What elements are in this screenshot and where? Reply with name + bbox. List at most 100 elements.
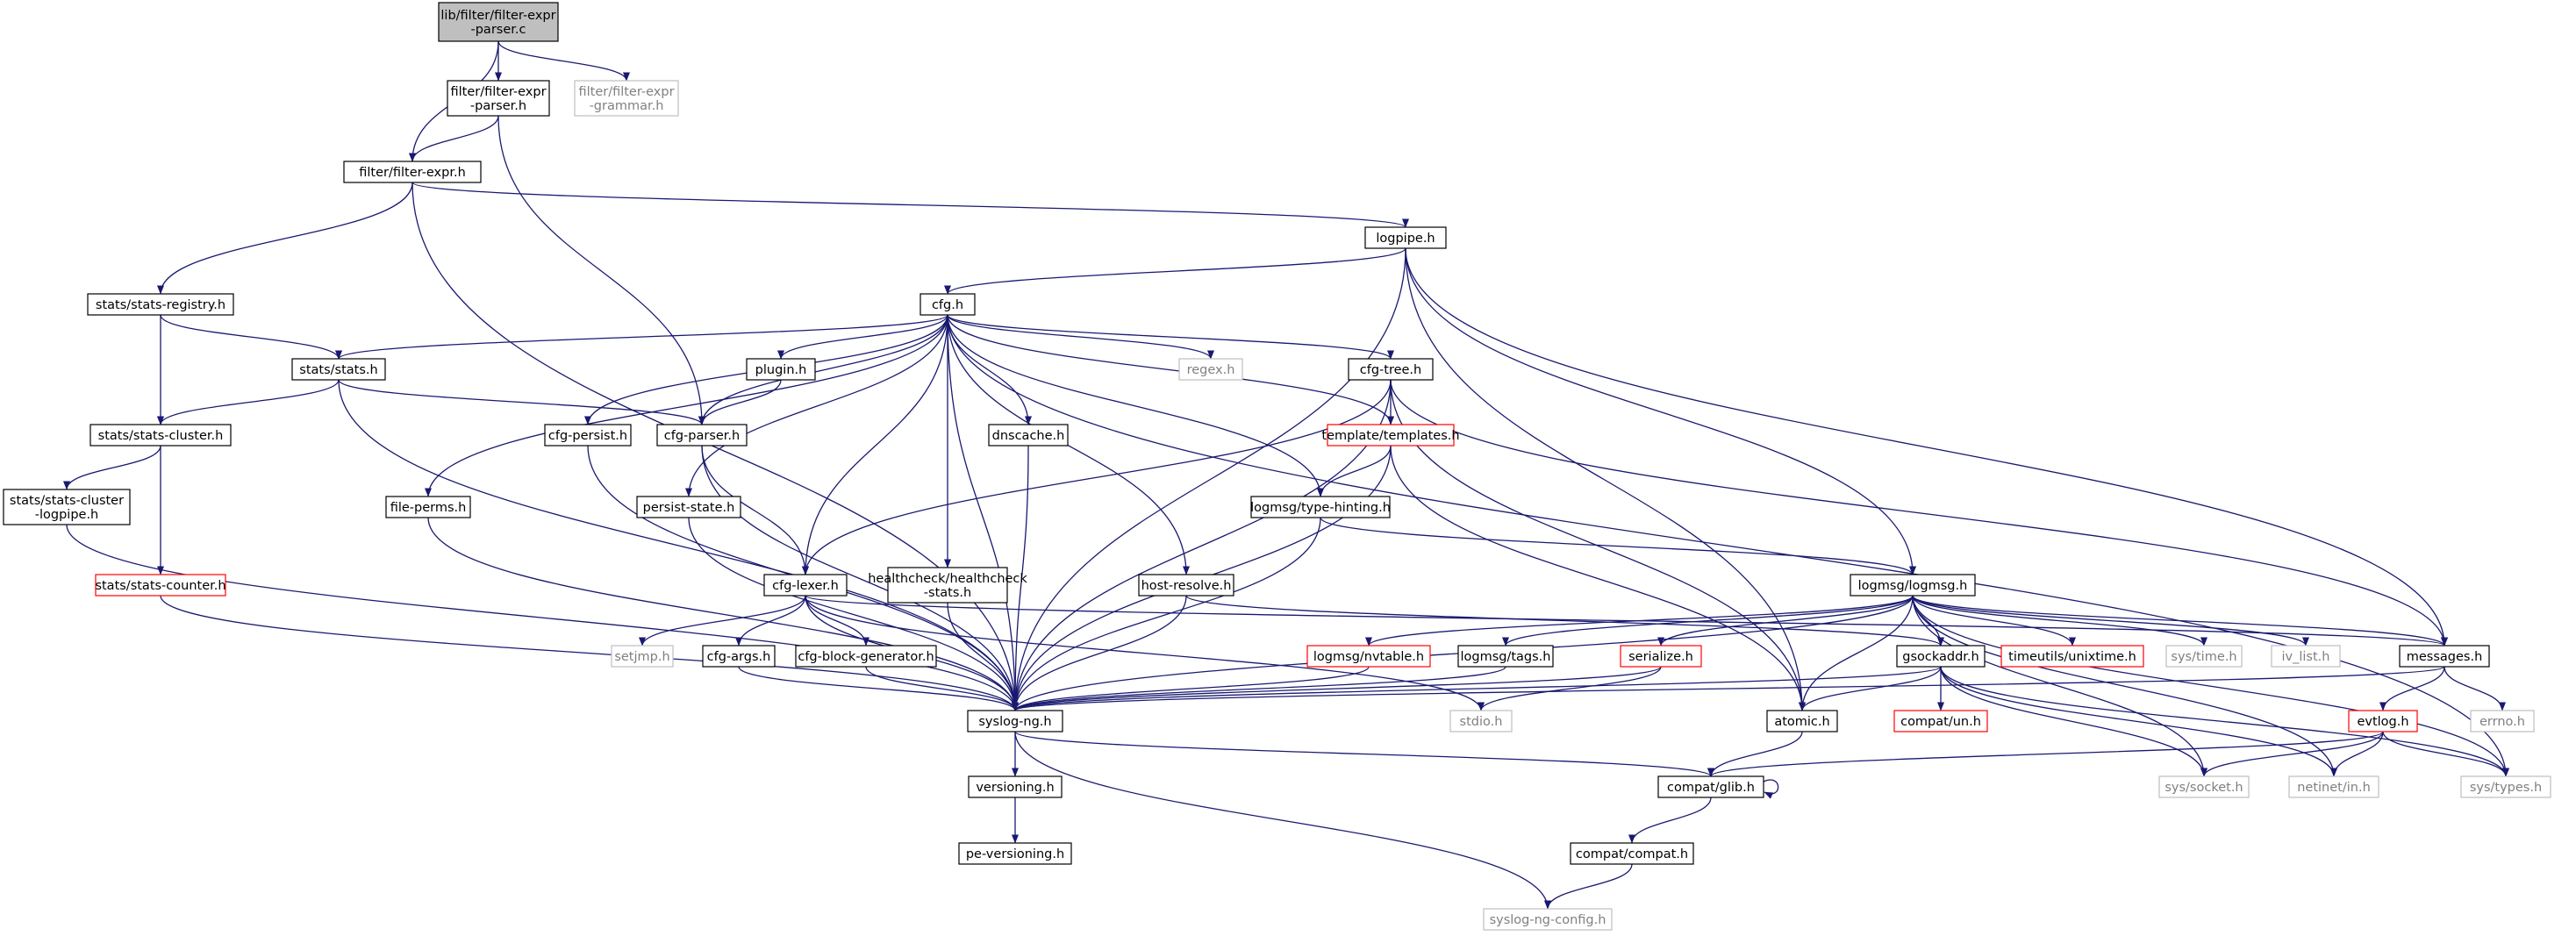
node-cfg-lexer-h[interactable]: cfg-lexer.h bbox=[763, 574, 848, 597]
edge-filter-expr-h-to-logpipe-h bbox=[411, 182, 1409, 228]
node-stats-cluster-h[interactable]: stats/stats-cluster.h bbox=[89, 424, 232, 447]
node-evtlog-h[interactable]: evtlog.h bbox=[2348, 710, 2418, 732]
edge-templates-h-to-atomic-h bbox=[1390, 445, 1806, 711]
node-box bbox=[702, 645, 776, 668]
edge-compat-compat-h-to-syslog-ng-config-h bbox=[1544, 863, 1633, 910]
node-syslog-ng-h[interactable]: syslog-ng.h bbox=[967, 710, 1063, 732]
edge-stats-stats-h-to-syslog-ng-h bbox=[338, 379, 1019, 711]
node-compat-compat-h[interactable]: compat/compat.h bbox=[1570, 842, 1694, 865]
node-cfg-args-h[interactable]: cfg-args.h bbox=[702, 645, 776, 668]
edge-cfg-args-h-to-syslog-ng-h bbox=[738, 666, 1019, 711]
edge-gsockaddr-h-to-syslog-ng-h bbox=[1012, 666, 1942, 711]
node-label: stats/stats-counter.h bbox=[95, 579, 225, 593]
node-serialize-h[interactable]: serialize.h bbox=[1620, 645, 1702, 668]
edge-cfg-lexer-h-to-cfg-block-generator-h bbox=[805, 595, 869, 647]
node-label: errno.h bbox=[2479, 715, 2525, 729]
node-errno-h: errno.h bbox=[2470, 710, 2535, 732]
node-iv-list-h: iv_list.h bbox=[2271, 645, 2341, 668]
node-root[interactable]: lib/filter/filter-expr-parser.c bbox=[438, 2, 559, 42]
node-compat-glib-h[interactable]: compat/glib.h bbox=[1657, 775, 1764, 798]
edge-cfg-h-to-templates-h bbox=[947, 314, 1394, 425]
node-label: filter/filter-expr bbox=[450, 85, 546, 99]
edge-stats-cluster-logpipe-h-to-syslog-ng-h bbox=[66, 524, 1019, 711]
node-compat-un-h[interactable]: compat/un.h bbox=[1893, 710, 1988, 732]
node-label: compat/glib.h bbox=[1667, 781, 1755, 795]
node-box bbox=[2271, 645, 2341, 668]
node-box bbox=[544, 424, 632, 447]
node-box bbox=[291, 358, 386, 381]
node-plugin-h[interactable]: plugin.h bbox=[746, 358, 816, 381]
node-label: -grammar.h bbox=[590, 99, 664, 113]
node-label: file-perms.h bbox=[390, 501, 467, 515]
node-host-resolve-h[interactable]: host-resolve.h bbox=[1138, 574, 1234, 597]
node-persist-state-h[interactable]: persist-state.h bbox=[636, 496, 741, 518]
node-logpipe-h[interactable]: logpipe.h bbox=[1364, 226, 1447, 249]
node-stats-stats-h[interactable]: stats/stats.h bbox=[291, 358, 386, 381]
node-label: timeutils/unixtime.h bbox=[2008, 650, 2136, 664]
node-cfg-block-generator-h[interactable]: cfg-block-generator.h bbox=[795, 645, 937, 668]
node-label: syslog-ng.h bbox=[978, 715, 1051, 729]
node-box bbox=[636, 496, 741, 518]
node-box bbox=[1348, 358, 1434, 381]
node-logmsg-h[interactable]: logmsg/logmsg.h bbox=[1850, 574, 1976, 597]
node-gsockaddr-h[interactable]: gsockaddr.h bbox=[1896, 645, 1986, 668]
edge-healthcheck-h-to-syslog-ng-h bbox=[947, 602, 1019, 711]
node-label: sys/socket.h bbox=[2165, 781, 2243, 795]
node-box bbox=[1364, 226, 1447, 249]
node-cfg-tree-h[interactable]: cfg-tree.h bbox=[1348, 358, 1434, 381]
node-box bbox=[95, 574, 226, 597]
node-label: cfg-block-generator.h bbox=[798, 650, 934, 664]
edge-atomic-h-to-compat-glib-h bbox=[1707, 731, 1803, 777]
node-box bbox=[746, 358, 816, 381]
edge-logmsg-h-to-unixtime-h bbox=[1912, 595, 2076, 647]
edge-messages-h-to-errno-h bbox=[2444, 666, 2506, 711]
node-pe-versioning-h[interactable]: pe-versioning.h bbox=[958, 842, 1072, 865]
node-box bbox=[87, 293, 234, 316]
node-box bbox=[656, 424, 748, 447]
node-box bbox=[2288, 775, 2379, 798]
node-unixtime-h[interactable]: timeutils/unixtime.h bbox=[2000, 645, 2144, 668]
node-label: dnscache.h bbox=[992, 429, 1065, 443]
node-cfg-persist-h[interactable]: cfg-persist.h bbox=[544, 424, 632, 447]
node-messages-h[interactable]: messages.h bbox=[2399, 645, 2490, 668]
edge-cfg-h-to-syslog-ng-h bbox=[947, 314, 1019, 711]
node-box bbox=[3, 489, 131, 525]
node-stats-counter-h[interactable]: stats/stats-counter.h bbox=[95, 574, 226, 597]
node-label: cfg-persist.h bbox=[548, 429, 627, 443]
edge-compat-glib-h-to-compat-compat-h bbox=[1628, 797, 1712, 844]
node-label: stats/stats-registry.h bbox=[96, 298, 225, 312]
node-label: logmsg/logmsg.h bbox=[1858, 579, 1968, 593]
edge-logmsg-h-to-sys-time-h bbox=[1912, 595, 2207, 647]
edge-logmsg-h-to-messages-h bbox=[1912, 595, 2448, 647]
node-stats-cluster-logpipe-h[interactable]: stats/stats-cluster-logpipe.h bbox=[3, 489, 131, 525]
node-atomic-h[interactable]: atomic.h bbox=[1766, 710, 1838, 732]
node-label: -parser.c bbox=[471, 23, 526, 37]
edge-logpipe-h-to-cfg-h bbox=[944, 247, 1406, 295]
node-dnscache-h[interactable]: dnscache.h bbox=[988, 424, 1069, 447]
edge-cfg-h-to-type-hinting-h bbox=[947, 314, 1324, 497]
node-filter-expr-parser-h[interactable]: filter/filter-expr-parser.h bbox=[447, 80, 550, 117]
edge-gsockaddr-h-to-sys-types-h bbox=[1940, 666, 2509, 777]
edge-cfg-lexer-h-to-stdio-h bbox=[805, 595, 1485, 711]
edge-cfg-h-to-plugin-h bbox=[777, 314, 948, 360]
node-cfg-parser-h[interactable]: cfg-parser.h bbox=[656, 424, 748, 447]
node-templates-h[interactable]: template/templates.h bbox=[1321, 424, 1460, 447]
node-box bbox=[2399, 645, 2490, 668]
node-box bbox=[795, 645, 937, 668]
node-file-perms-h[interactable]: file-perms.h bbox=[385, 496, 471, 518]
edge-gsockaddr-h-to-atomic-h bbox=[1799, 666, 1942, 711]
node-tags-h[interactable]: logmsg/tags.h bbox=[1457, 645, 1554, 668]
node-cfg-h[interactable]: cfg.h bbox=[919, 293, 976, 316]
node-label: setjmp.h bbox=[614, 650, 669, 664]
edge-host-resolve-h-to-syslog-ng-h bbox=[1012, 595, 1187, 711]
node-sys-types-h: sys/types.h bbox=[2460, 775, 2551, 798]
node-nvtable-h[interactable]: logmsg/nvtable.h bbox=[1306, 645, 1431, 668]
node-stats-registry-h[interactable]: stats/stats-registry.h bbox=[87, 293, 234, 316]
node-type-hinting-h[interactable]: logmsg/type-hinting.h bbox=[1250, 496, 1391, 518]
node-label: filter/filter-expr bbox=[578, 85, 674, 99]
node-box bbox=[1250, 496, 1391, 518]
node-versioning-h[interactable]: versioning.h bbox=[968, 775, 1063, 798]
node-filter-expr-h[interactable]: filter/filter-expr.h bbox=[343, 161, 482, 183]
node-label: serialize.h bbox=[1628, 650, 1693, 664]
node-healthcheck-h[interactable]: healthcheck/healthcheck-stats.h bbox=[868, 567, 1027, 604]
